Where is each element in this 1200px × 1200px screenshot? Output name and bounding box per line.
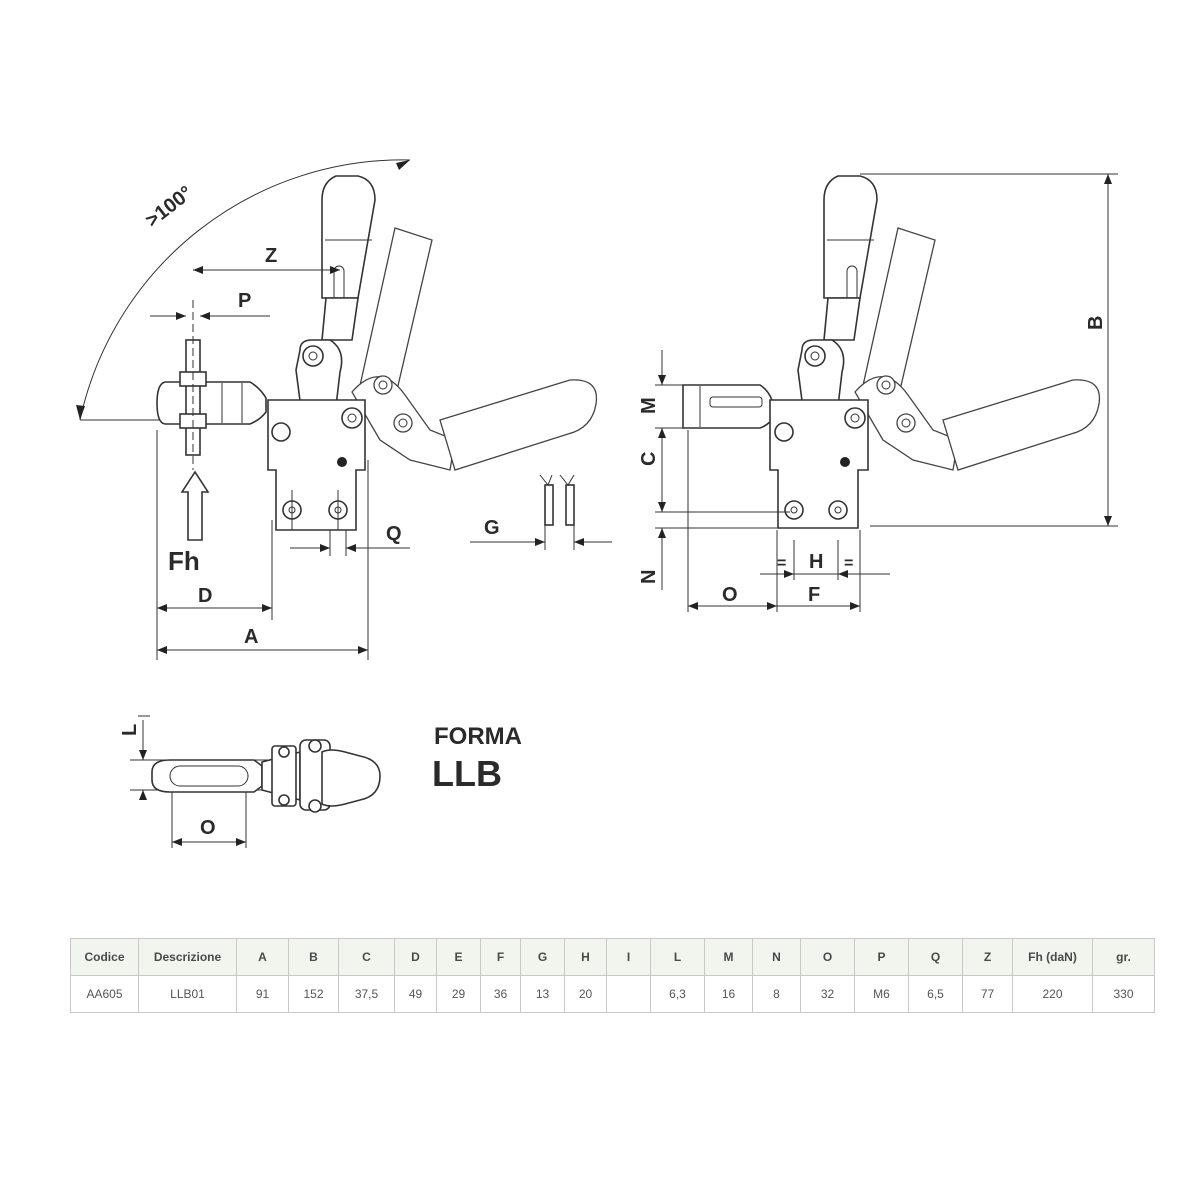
top-view: L O FORMA LLB: [119, 715, 522, 848]
header-cell: I: [606, 938, 651, 976]
svg-text:Z: Z: [265, 245, 277, 267]
handle-grip-right: [823, 175, 878, 341]
handle-grip: [321, 175, 376, 341]
svg-text:Q: Q: [386, 523, 402, 545]
table-cell: LLB01: [138, 975, 237, 1013]
svg-text:F: F: [808, 584, 820, 606]
header-cell: A: [236, 938, 289, 976]
table-cell: 8: [752, 975, 801, 1013]
right-dimensions: B M C N O F H = =: [638, 173, 1118, 612]
svg-text:O: O: [200, 817, 216, 839]
left-view: >100°: [76, 159, 598, 660]
technical-drawing: >100°: [76, 159, 1118, 848]
header-cell: D: [394, 938, 437, 976]
table-cell: 20: [564, 975, 607, 1013]
clamping-spindle: [179, 300, 207, 470]
header-cell: Codice: [70, 938, 139, 976]
svg-text:O: O: [722, 584, 738, 606]
svg-text:H: H: [809, 551, 823, 573]
clamp-base: [267, 399, 366, 531]
svg-text:L: L: [119, 724, 141, 736]
table-cell: 37,5: [338, 975, 395, 1013]
header-cell: H: [564, 938, 607, 976]
left-dimensions: Z P D A Q: [80, 245, 410, 660]
svg-text:B: B: [1085, 316, 1107, 330]
open-handle-outline-right: [854, 227, 1101, 471]
table-cell: 330: [1092, 975, 1155, 1013]
header-cell: P: [854, 938, 909, 976]
table-cell: 220: [1012, 975, 1093, 1013]
header-cell: E: [436, 938, 481, 976]
header-cell: L: [650, 938, 705, 976]
svg-text:=: =: [844, 555, 853, 572]
right-view: B M C N O F H = =: [638, 173, 1118, 612]
svg-text:C: C: [638, 452, 660, 466]
table-cell: 36: [480, 975, 521, 1013]
header-cell: Q: [908, 938, 963, 976]
table-cell: 6,3: [650, 975, 705, 1013]
table-cell: 6,5: [908, 975, 963, 1013]
table-cell: [606, 975, 651, 1013]
header-cell: G: [520, 938, 565, 976]
header-cell: C: [338, 938, 395, 976]
specification-table: Codice Descrizione A B C D E F G H I L M…: [70, 938, 1155, 1013]
svg-text:P: P: [238, 290, 251, 312]
header-cell: Z: [962, 938, 1013, 976]
svg-text:M: M: [638, 397, 660, 414]
spindle-detail-g: G: [470, 474, 612, 550]
table-cell: 32: [800, 975, 855, 1013]
header-cell: N: [752, 938, 801, 976]
svg-text:A: A: [244, 626, 258, 648]
table-cell: M6: [854, 975, 909, 1013]
spindle-holder-right: [682, 384, 773, 429]
table-cell: 13: [520, 975, 565, 1013]
open-handle-outline: [351, 227, 598, 471]
table-row: AA605 LLB01 91 152 37,5 49 29 36 13 20 6…: [70, 975, 1155, 1013]
header-cell: Descrizione: [138, 938, 237, 976]
table-cell: 49: [394, 975, 437, 1013]
header-cell: gr.: [1092, 938, 1155, 976]
header-cell: Fh (daN): [1012, 938, 1093, 976]
header-cell: O: [800, 938, 855, 976]
svg-text:=: =: [777, 555, 786, 572]
form-code: LLB: [432, 753, 502, 794]
header-cell: F: [480, 938, 521, 976]
table-cell: 29: [436, 975, 481, 1013]
table-cell: 91: [236, 975, 289, 1013]
table-cell: 77: [962, 975, 1013, 1013]
form-title: FORMA: [434, 723, 522, 750]
svg-text:D: D: [198, 585, 212, 607]
spindle-holder: [156, 381, 267, 425]
clamp-base-right: [769, 399, 869, 529]
svg-text:G: G: [484, 517, 500, 539]
table-cell: 16: [704, 975, 753, 1013]
svg-text:N: N: [638, 570, 660, 584]
force-arrow: Fh: [168, 470, 210, 576]
header-cell: M: [704, 938, 753, 976]
header-cell: B: [288, 938, 339, 976]
force-label: Fh: [168, 546, 200, 576]
table-cell: 152: [288, 975, 339, 1013]
table-cell: AA605: [70, 975, 139, 1013]
angle-label: >100°: [142, 182, 197, 232]
opening-angle-arc: [79, 159, 411, 421]
table-header-row: Codice Descrizione A B C D E F G H I L M…: [70, 938, 1155, 976]
